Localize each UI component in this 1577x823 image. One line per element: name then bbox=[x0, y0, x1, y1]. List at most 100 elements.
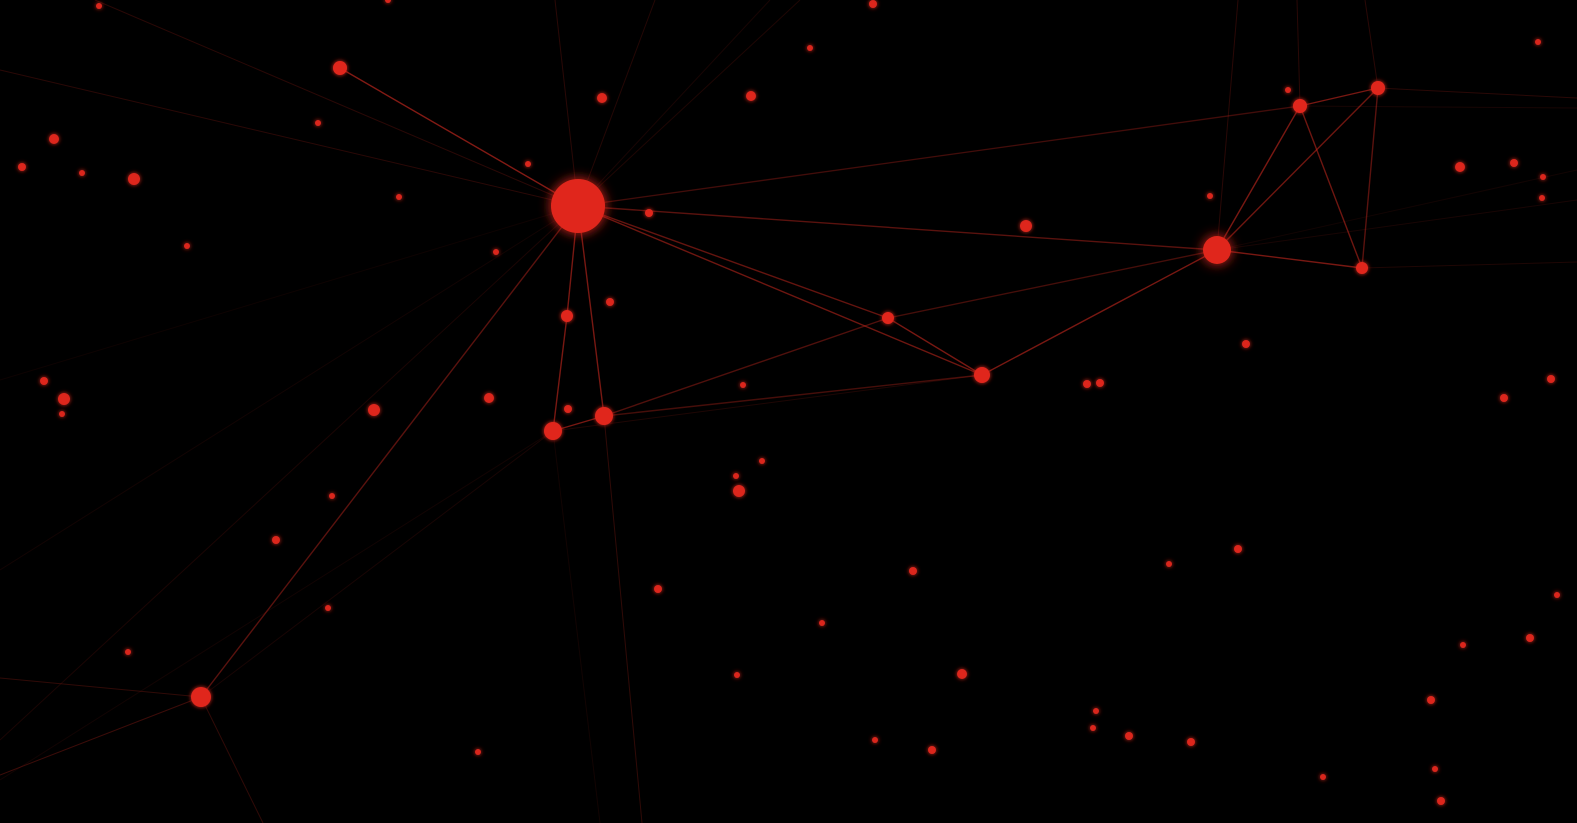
faint-link bbox=[577, 0, 801, 207]
particle-dot bbox=[1510, 159, 1518, 167]
particle-dot bbox=[484, 393, 494, 403]
particle-dot bbox=[909, 567, 917, 575]
faint-link bbox=[603, 415, 643, 823]
particle-dot bbox=[79, 170, 85, 176]
network-link bbox=[552, 315, 568, 432]
faint-link bbox=[0, 205, 579, 741]
network-node bbox=[1293, 99, 1307, 113]
particle-dot bbox=[1437, 797, 1445, 805]
particle-dot bbox=[58, 393, 70, 405]
particle-dot bbox=[733, 473, 739, 479]
particle-dot bbox=[1234, 545, 1242, 553]
particle-dot bbox=[928, 746, 936, 754]
particle-dot bbox=[272, 536, 280, 544]
particle-dot bbox=[325, 605, 331, 611]
particle-dot bbox=[18, 163, 26, 171]
network-node bbox=[333, 61, 347, 75]
particle-dot bbox=[49, 134, 59, 144]
network-link bbox=[603, 317, 889, 417]
faint-link bbox=[554, 0, 579, 207]
particle-dot bbox=[872, 737, 878, 743]
network-node bbox=[1371, 81, 1385, 95]
network-link bbox=[577, 105, 1301, 207]
particle-dot bbox=[1460, 642, 1466, 648]
particle-dot bbox=[1090, 725, 1096, 731]
particle-dot bbox=[746, 91, 756, 101]
particle-dot bbox=[59, 411, 65, 417]
network-link bbox=[1216, 87, 1379, 251]
particle-dot bbox=[1554, 592, 1560, 598]
faint-link bbox=[1216, 0, 1239, 251]
network-node bbox=[544, 422, 562, 440]
particle-dot bbox=[597, 93, 607, 103]
faint-link bbox=[0, 69, 579, 207]
network-node bbox=[191, 687, 211, 707]
particle-dot bbox=[957, 669, 967, 679]
faint-link bbox=[94, 0, 579, 207]
particle-dot bbox=[1020, 220, 1032, 232]
particle-dot bbox=[1125, 732, 1133, 740]
faint-link bbox=[200, 430, 554, 698]
faint-link bbox=[552, 374, 983, 432]
particle-dot bbox=[1427, 696, 1435, 704]
faint-link bbox=[1377, 87, 1577, 99]
particle-dot bbox=[396, 194, 402, 200]
faint-link bbox=[1299, 105, 1577, 109]
nodes-layer bbox=[18, 0, 1560, 805]
particle-dot bbox=[1535, 39, 1541, 45]
particle-dot bbox=[1547, 375, 1555, 383]
particle-dot bbox=[869, 0, 877, 8]
faint-link bbox=[1364, 0, 1379, 89]
faint-link bbox=[577, 0, 656, 207]
network-link bbox=[200, 205, 579, 698]
particle-dot bbox=[1096, 379, 1104, 387]
particle-dot bbox=[128, 173, 140, 185]
particle-dot bbox=[564, 405, 572, 413]
faint-link bbox=[0, 677, 202, 698]
network-link bbox=[339, 67, 579, 207]
faint-link bbox=[200, 696, 264, 823]
faint-link bbox=[577, 105, 1301, 207]
network-link bbox=[1361, 87, 1379, 269]
particle-dot bbox=[315, 120, 321, 126]
network-link bbox=[577, 205, 889, 319]
particle-dot bbox=[493, 249, 499, 255]
faint-link bbox=[552, 430, 601, 823]
particle-dot bbox=[1320, 774, 1326, 780]
faint-link bbox=[0, 696, 202, 776]
particle-dot bbox=[1083, 380, 1091, 388]
particle-dot bbox=[1540, 174, 1546, 180]
particle-dot bbox=[1207, 193, 1213, 199]
network-link bbox=[1216, 105, 1301, 251]
particle-dot bbox=[606, 298, 614, 306]
particle-dot bbox=[1166, 561, 1172, 567]
network-link bbox=[577, 205, 1218, 251]
particle-dot bbox=[740, 382, 746, 388]
network-node bbox=[974, 367, 990, 383]
particle-dot bbox=[1093, 708, 1099, 714]
particle-dot bbox=[368, 404, 380, 416]
network-link bbox=[887, 317, 983, 376]
network-node bbox=[595, 407, 613, 425]
particle-dot bbox=[819, 620, 825, 626]
network-node bbox=[1356, 262, 1368, 274]
particle-dot bbox=[807, 45, 813, 51]
particle-dot bbox=[1242, 340, 1250, 348]
particle-dot bbox=[759, 458, 765, 464]
network-link bbox=[1299, 105, 1363, 269]
faint-link bbox=[1216, 169, 1577, 251]
particle-dot bbox=[385, 0, 391, 3]
network-link bbox=[981, 249, 1218, 376]
faint-link bbox=[1216, 199, 1577, 251]
faint-link bbox=[0, 205, 579, 571]
network-node bbox=[645, 209, 653, 217]
network-link bbox=[603, 374, 983, 417]
particle-dot bbox=[1455, 162, 1465, 172]
particle-dot bbox=[1500, 394, 1508, 402]
particle-dot bbox=[1526, 634, 1534, 642]
particle-dot bbox=[125, 649, 131, 655]
particle-dot bbox=[96, 3, 102, 9]
particle-dot bbox=[1432, 766, 1438, 772]
